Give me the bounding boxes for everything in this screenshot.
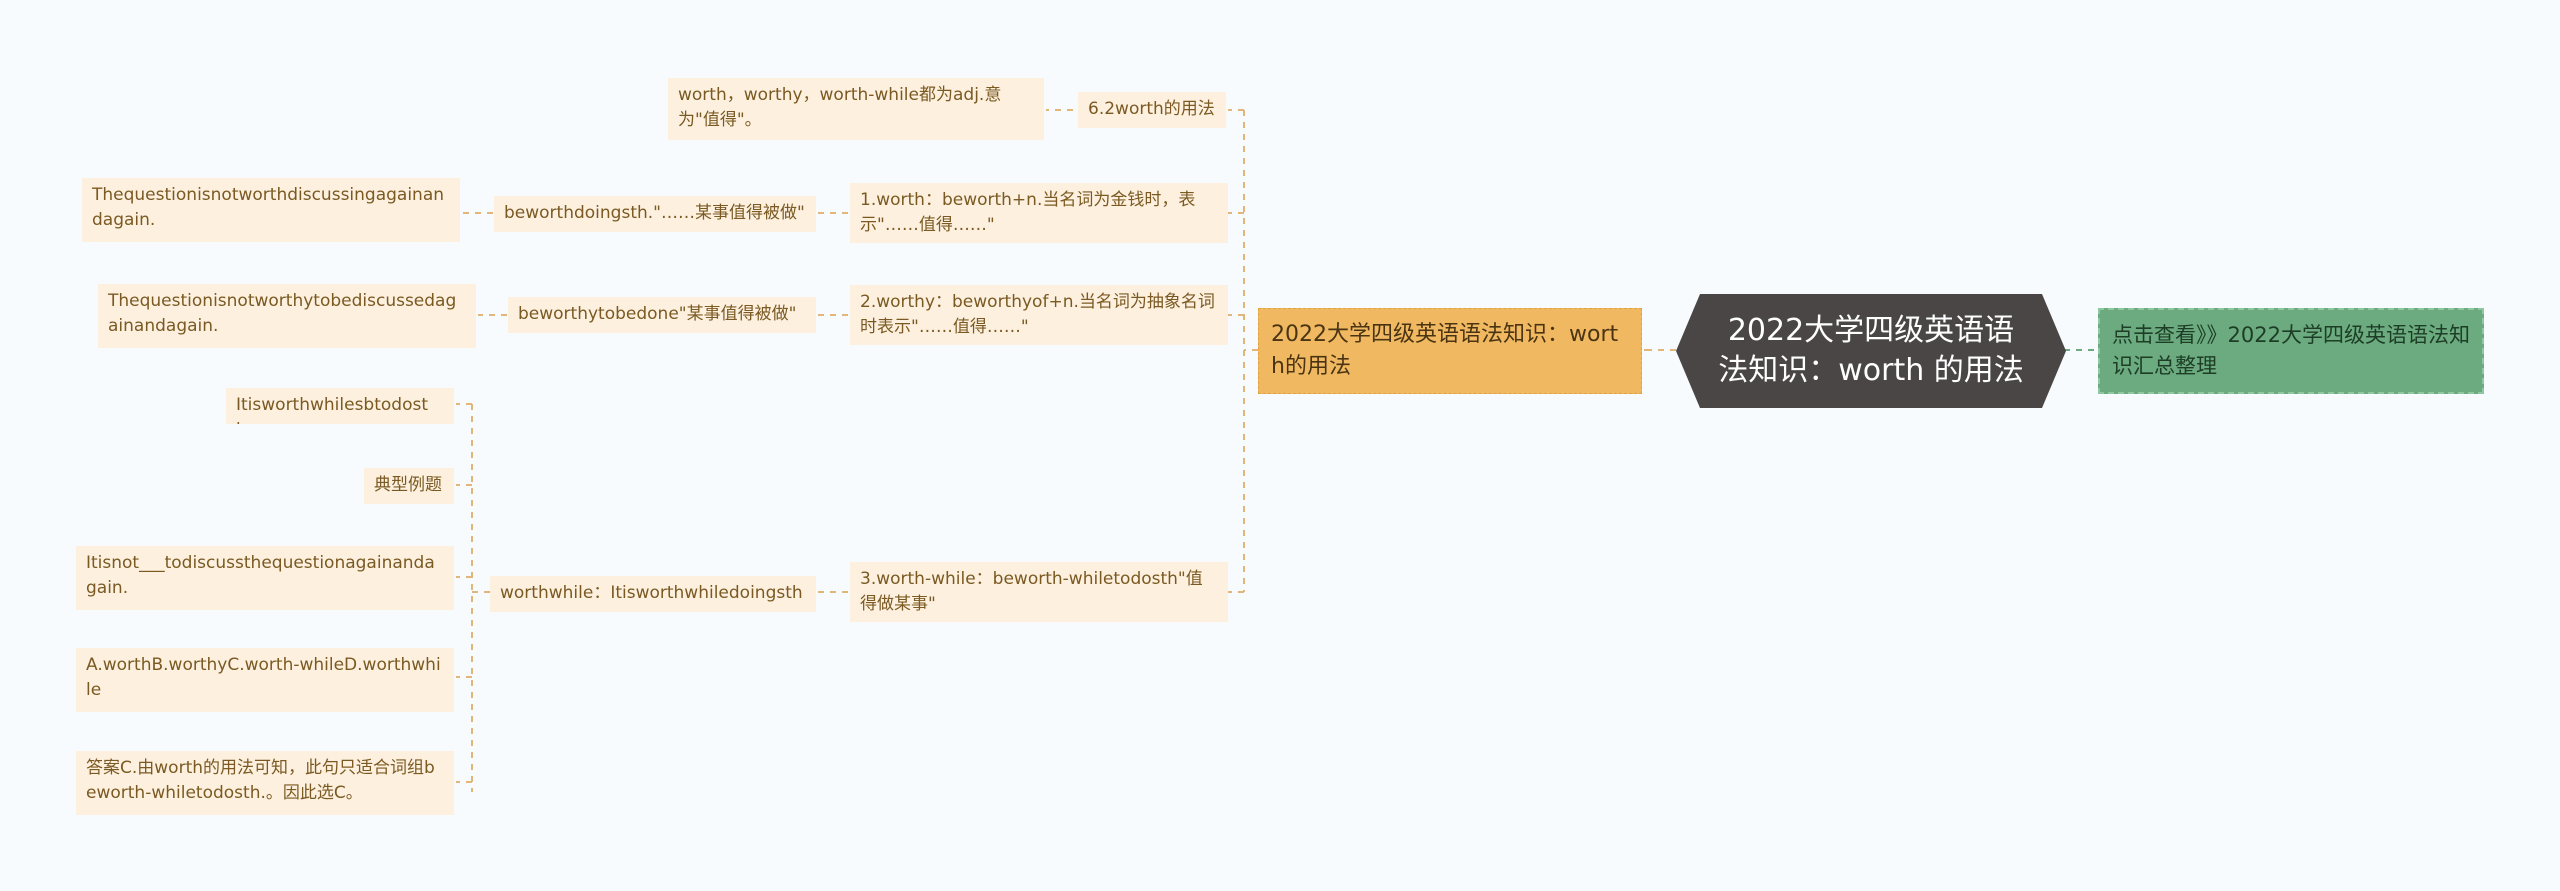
node-6-2-description-label: worth，worthy，worth-while都为adj.意为"值得"。 <box>678 85 1002 130</box>
node-worth-example-label: Thequestionisnotworthdiscussingagainanda… <box>92 185 445 230</box>
node-worthwhile-doing[interactable]: worthwhile：Itisworthwhiledoingsth <box>490 576 816 612</box>
node-worth-doing-label: beworthdoingsth."……某事值得被做" <box>504 203 805 223</box>
node-worthy-to-be-done-label: beworthytobedone"某事值得被做" <box>518 304 797 324</box>
node-typical-example[interactable]: 典型例题 <box>364 468 454 504</box>
node-question[interactable]: Itisnot___todiscussthequestionagainandag… <box>76 546 454 610</box>
node-worthy-example[interactable]: Thequestionisnotworthytobediscussedagain… <box>98 284 476 348</box>
node-worth-label: 1.worth：beworth+n.当名词为金钱时，表示"……值得……" <box>860 190 1196 235</box>
node-6-2-description[interactable]: worth，worthy，worth-while都为adj.意为"值得"。 <box>668 78 1044 140</box>
branch-label: 2022大学四级英语语法知识：worth的用法 <box>1271 322 1619 379</box>
node-worthy-label: 2.worthy：beworthyof+n.当名词为抽象名词时表示"……值得……… <box>860 292 1215 337</box>
node-worth-doing[interactable]: beworthdoingsth."……某事值得被做" <box>494 196 816 232</box>
node-worth-while-label: 3.worth-while：beworth-whiletodosth"值得做某事… <box>860 569 1203 614</box>
node-question-label: Itisnot___todiscussthequestionagainandag… <box>86 553 435 598</box>
root-title: 2022大学四级英语语法知识：worth 的用法 <box>1718 313 2024 388</box>
node-worth-example[interactable]: Thequestionisnotworthdiscussingagainanda… <box>82 178 460 242</box>
node-options-label: A.worthB.worthyC.worth-whileD.worthwhile <box>86 655 441 700</box>
node-typical-example-label: 典型例题 <box>374 475 442 495</box>
node-6-2-label: 6.2worth的用法 <box>1088 99 1215 119</box>
root-hexagon-shape <box>1676 294 2066 408</box>
node-answer[interactable]: 答案C.由worth的用法可知，此句只适合词组beworth-whiletodo… <box>76 751 454 815</box>
node-worth[interactable]: 1.worth：beworth+n.当名词为金钱时，表示"……值得……" <box>850 183 1228 243</box>
branch-topic[interactable]: 2022大学四级英语语法知识：worth的用法 <box>1258 308 1642 394</box>
node-worthy[interactable]: 2.worthy：beworthyof+n.当名词为抽象名词时表示"……值得……… <box>850 285 1228 345</box>
root-topic[interactable]: 2022大学四级英语语法知识：worth 的用法 <box>1676 294 2066 408</box>
node-worthwhile-sb-label: Itisworthwhilesbtodosth. <box>236 395 429 424</box>
node-6-2-worth-usage[interactable]: 6.2worth的用法 <box>1078 92 1226 128</box>
right-link-label: 点击查看》》2022大学四级英语语法知识汇总整理 <box>2112 323 2470 378</box>
node-worthwhile-sb[interactable]: Itisworthwhilesbtodosth. <box>226 388 454 424</box>
right-link-node[interactable]: 点击查看》》2022大学四级英语语法知识汇总整理 <box>2098 308 2484 394</box>
node-worth-while[interactable]: 3.worth-while：beworth-whiletodosth"值得做某事… <box>850 562 1228 622</box>
node-worthwhile-doing-label: worthwhile：Itisworthwhiledoingsth <box>500 583 803 603</box>
node-answer-label: 答案C.由worth的用法可知，此句只适合词组beworth-whiletodo… <box>86 758 435 803</box>
node-options[interactable]: A.worthB.worthyC.worth-whileD.worthwhile <box>76 648 454 712</box>
node-worthy-example-label: Thequestionisnotworthytobediscussedagain… <box>108 291 457 336</box>
node-worthy-to-be-done[interactable]: beworthytobedone"某事值得被做" <box>508 297 816 333</box>
